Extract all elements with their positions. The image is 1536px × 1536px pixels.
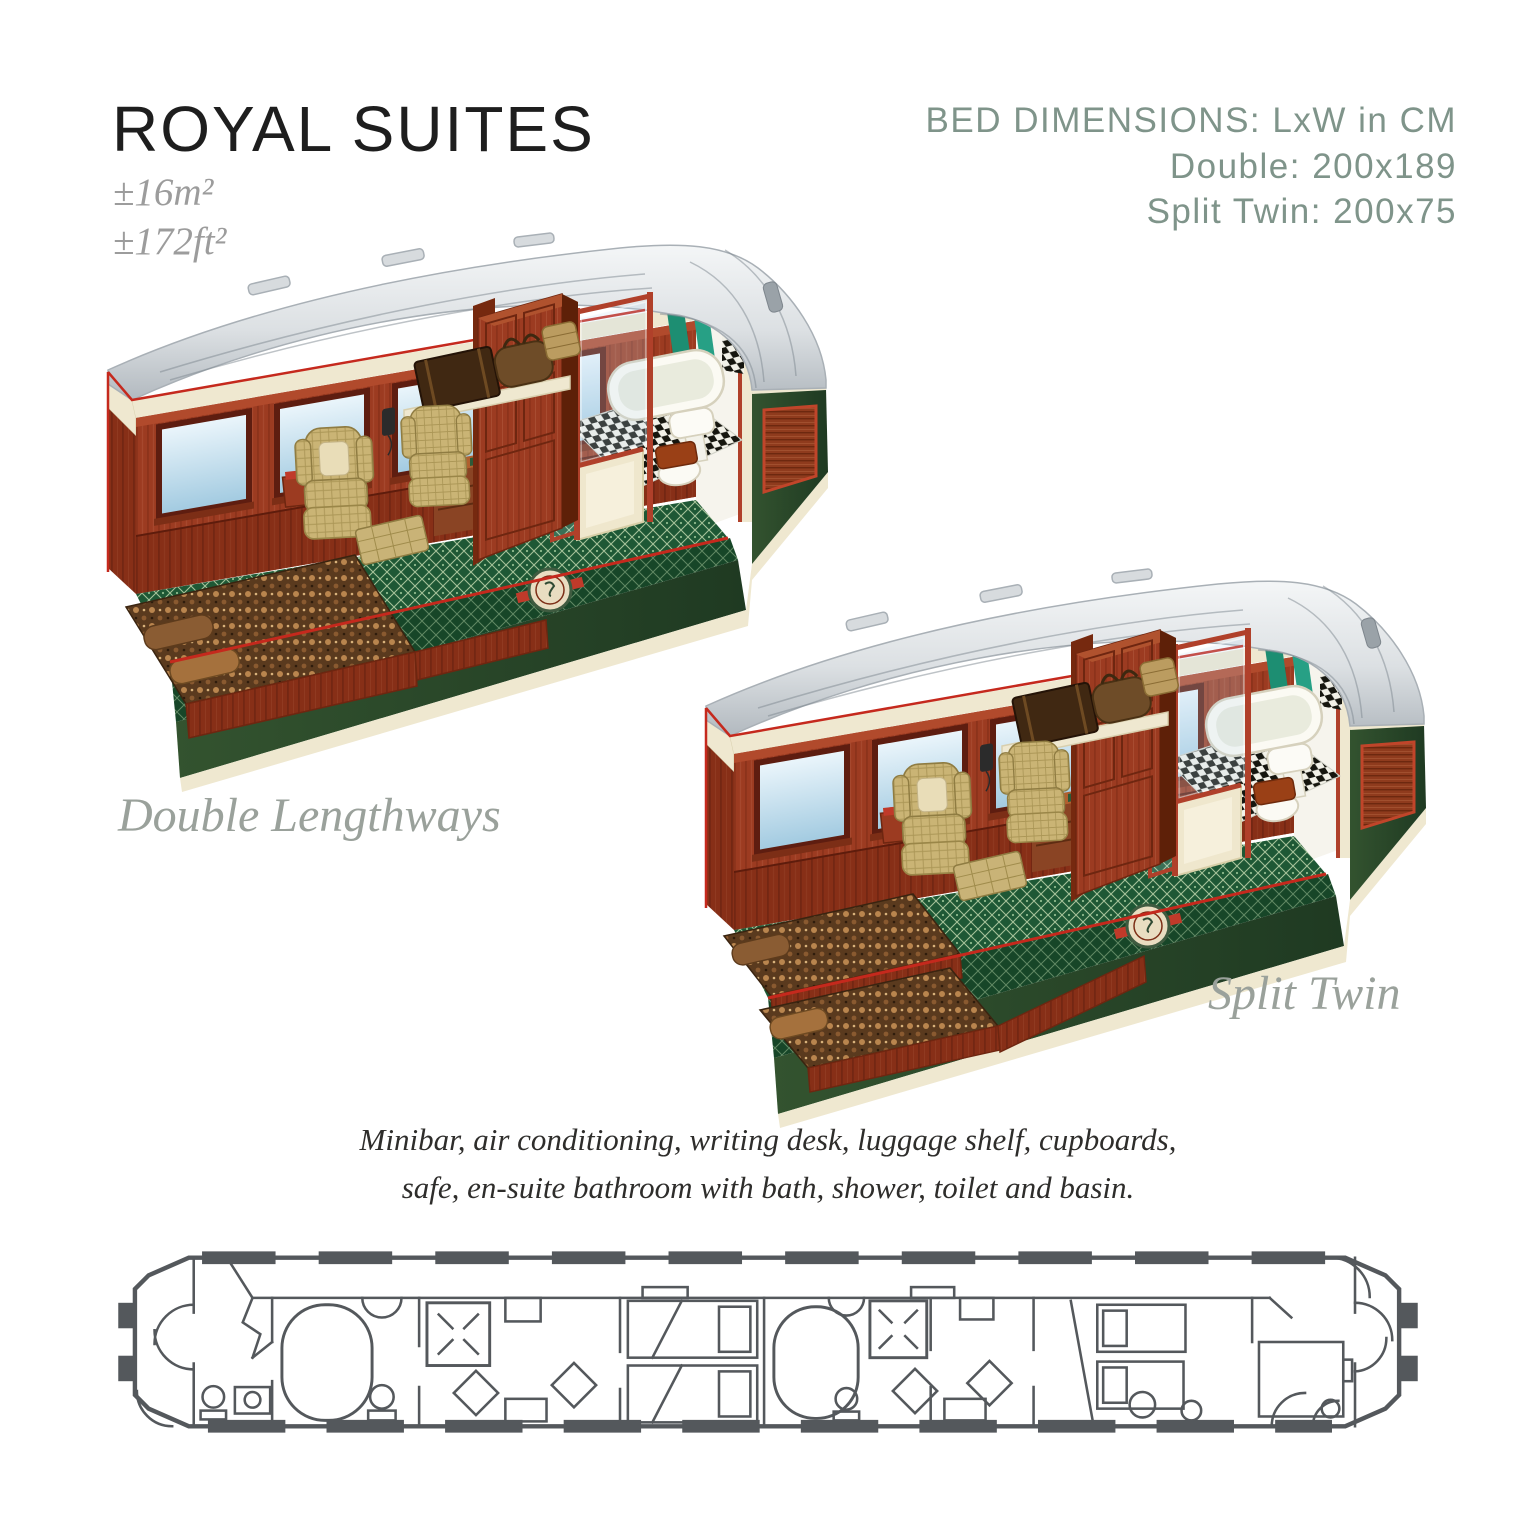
- split-twin-beds: [722, 893, 1147, 1093]
- amenities-line-2: safe, en-suite bathroom with bath, showe…: [401, 1170, 1135, 1206]
- amenities-line-1: Minibar, air conditioning, writing desk,…: [359, 1122, 1177, 1157]
- bed-dimensions: BED DIMENSIONS: LxW in CM Double: 200x18…: [926, 98, 1457, 235]
- wicker-armchair: [998, 740, 1071, 844]
- roof-vents: [845, 568, 1153, 632]
- toilet: [1252, 776, 1300, 823]
- page-title: ROYAL SUITES: [112, 93, 595, 165]
- basket: [541, 321, 582, 361]
- roof: [107, 232, 827, 402]
- roof-vents: [247, 232, 555, 296]
- wall-telephone: [980, 743, 993, 792]
- exterior-side: [1349, 722, 1426, 900]
- exterior-side: [751, 386, 828, 564]
- luggage-shelf: [1001, 657, 1180, 760]
- area-square-meters: ±16m²: [113, 171, 214, 214]
- carriage-floor-plan: [102, 1244, 1434, 1440]
- luggage-shelf: [403, 321, 582, 424]
- split-twin-illustration: [698, 558, 1448, 1128]
- left-end-cut-face: [705, 706, 735, 930]
- left-end-cut-face: [107, 370, 137, 594]
- end-door-handle: [1360, 617, 1382, 649]
- wicker-armchair: [400, 404, 473, 508]
- caption-double-lengthways: Double Lengthways: [118, 789, 501, 842]
- caption-split-twin: Split Twin: [1208, 967, 1401, 1020]
- bathtub: [606, 348, 726, 422]
- double-bed-lengthways: [124, 554, 549, 739]
- end-door-handle: [762, 281, 784, 313]
- basket: [1139, 657, 1180, 697]
- suitcase: [413, 345, 501, 412]
- wall-telephone: [382, 407, 395, 456]
- wicker-armchair: [294, 426, 375, 540]
- amenities-text: Minibar, air conditioning, writing desk,…: [0, 1116, 1536, 1212]
- bed-dimensions-split-twin: Split Twin: 200x75: [1146, 192, 1457, 231]
- area-square-feet: ±172ft²: [113, 220, 227, 264]
- double-lengthways-illustration: [100, 222, 850, 792]
- bathtub: [1204, 684, 1324, 758]
- suitcase: [1011, 681, 1099, 748]
- bed-dimensions-heading: BED DIMENSIONS: LxW in CM: [925, 101, 1457, 140]
- ottoman: [354, 514, 430, 566]
- ottoman: [952, 850, 1028, 902]
- suite-area: ±16m² ±172ft²: [113, 168, 226, 266]
- toilet: [654, 440, 702, 487]
- bed-dimensions-double: Double: 200x189: [1169, 146, 1457, 186]
- wicker-armchair: [892, 762, 973, 876]
- travel-bag: [1091, 669, 1152, 724]
